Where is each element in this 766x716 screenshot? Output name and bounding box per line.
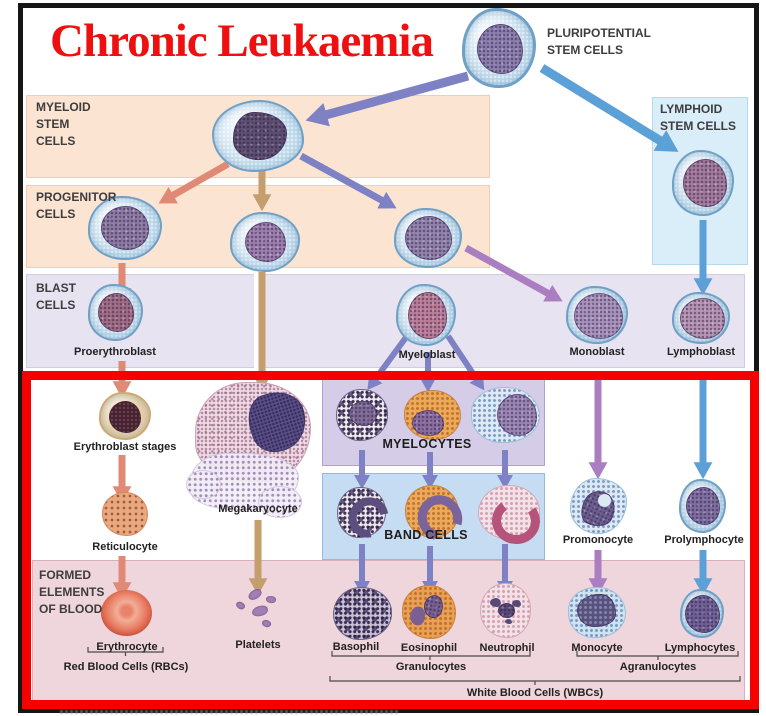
lymphoblast-label: Lymphoblast (666, 346, 736, 358)
arrow-pluripotential-to-myeloid (305, 71, 470, 127)
eosinophil-illustration (402, 585, 456, 639)
band-cells-label: BAND CELLS (384, 528, 468, 542)
rbc-bracket (87, 647, 164, 656)
eosinophilic-myelocyte-illustration (404, 390, 461, 440)
erythroblast-stages-label: Erythroblast stages (73, 441, 177, 453)
blast-cells-label: BLAST CELLS (36, 281, 76, 312)
reticulocyte-label: Reticulocyte (92, 541, 158, 553)
wbc-group-label: White Blood Cells (WBCs) (466, 687, 604, 699)
formed-elements-box (32, 560, 745, 701)
agranulocytes-bracket (576, 651, 739, 660)
erythrocyte-label: Erythrocyte (96, 641, 158, 653)
progenitor-cells-label: PROGENITOR CELLS (36, 190, 117, 221)
monocyte-illustration (568, 587, 626, 638)
basophil-illustration (333, 587, 392, 640)
wbc-bracket (329, 676, 741, 685)
agranulocytes-group-label: Agranulocytes (619, 661, 697, 673)
page-title: Chronic Leukaemia (50, 15, 434, 67)
prolymphocyte-illustration (679, 479, 726, 533)
prolymphocyte-label: Prolymphocyte (664, 534, 744, 546)
basophilic-band-cell-illustration (337, 487, 397, 546)
granulocytic-progenitor-cell-illustration (394, 208, 462, 268)
blast-box-divider (254, 274, 259, 368)
basophil-label: Basophil (332, 641, 380, 653)
myeloblast-illustration (396, 284, 456, 346)
pluripotential-stem-cell-illustration (462, 8, 536, 88)
lymphoid-stem-cell-illustration (672, 150, 734, 216)
megakaryocyte-illustration (186, 382, 314, 518)
arrow-myeloid-to-granulocytic-progenitor (299, 152, 397, 209)
arrow-progenitor-to-monoblast (464, 244, 563, 302)
eosinophil-label: Eosinophil (400, 642, 458, 654)
basophilic-myelocyte-illustration (336, 389, 388, 441)
neutrophilic-myelocyte-illustration (471, 387, 540, 443)
lymphocyte-illustration (680, 589, 724, 638)
reticulocyte-illustration (102, 492, 148, 536)
lymphocytes-label: Lymphocytes (664, 642, 736, 654)
monoblast-illustration (566, 286, 628, 344)
myelocytes-label: MYELOCYTES (382, 437, 472, 451)
rbc-group-label: Red Blood Cells (RBCs) (63, 661, 189, 673)
proerythroblast-label: Proerythroblast (74, 346, 156, 358)
myeloid-stem-cell-illustration (212, 100, 304, 172)
pluripotential-stem-cells-label: PLURIPOTENTIAL STEM CELLS (547, 26, 651, 57)
platelets-label: Platelets (235, 639, 281, 651)
fine-print-line (60, 710, 400, 714)
monoblast-label: Monoblast (569, 346, 625, 358)
eosinophilic-band-cell-illustration (405, 485, 471, 549)
promonocyte-illustration (570, 478, 627, 534)
monocyte-label: Monocyte (571, 642, 623, 654)
promonocyte-label: Promonocyte (562, 534, 634, 546)
myeloblast-label: Myeloblast (398, 349, 456, 361)
proerythroblast-illustration (88, 284, 143, 341)
granulocytes-group-label: Granulocytes (395, 661, 467, 673)
myeloid-stem-cells-label: MYELOID STEM CELLS (36, 100, 91, 148)
neutrophil-label: Neutrophil (479, 642, 535, 654)
platelets-illustration (228, 587, 286, 634)
granulocytes-bracket (331, 651, 531, 660)
lymphoid-stem-cells-label: LYMPHOID STEM CELLS (660, 102, 737, 133)
lymphoblast-illustration (672, 292, 730, 344)
erythroid-progenitor-cell-illustration (88, 196, 162, 260)
formed-elements-label: FORMED ELEMENTS OF BLOOD (39, 568, 105, 616)
erythroblast-stages-illustration (99, 392, 151, 440)
arrow-myeloid-to-erythroid-progenitor (158, 160, 230, 204)
megakaryocyte-label: Megakaryocyte (218, 503, 298, 515)
arrow-pluripotential-to-lymphoid (539, 64, 679, 152)
neutrophil-illustration (480, 583, 531, 638)
megakaryocytic-progenitor-cell-illustration (230, 212, 300, 272)
